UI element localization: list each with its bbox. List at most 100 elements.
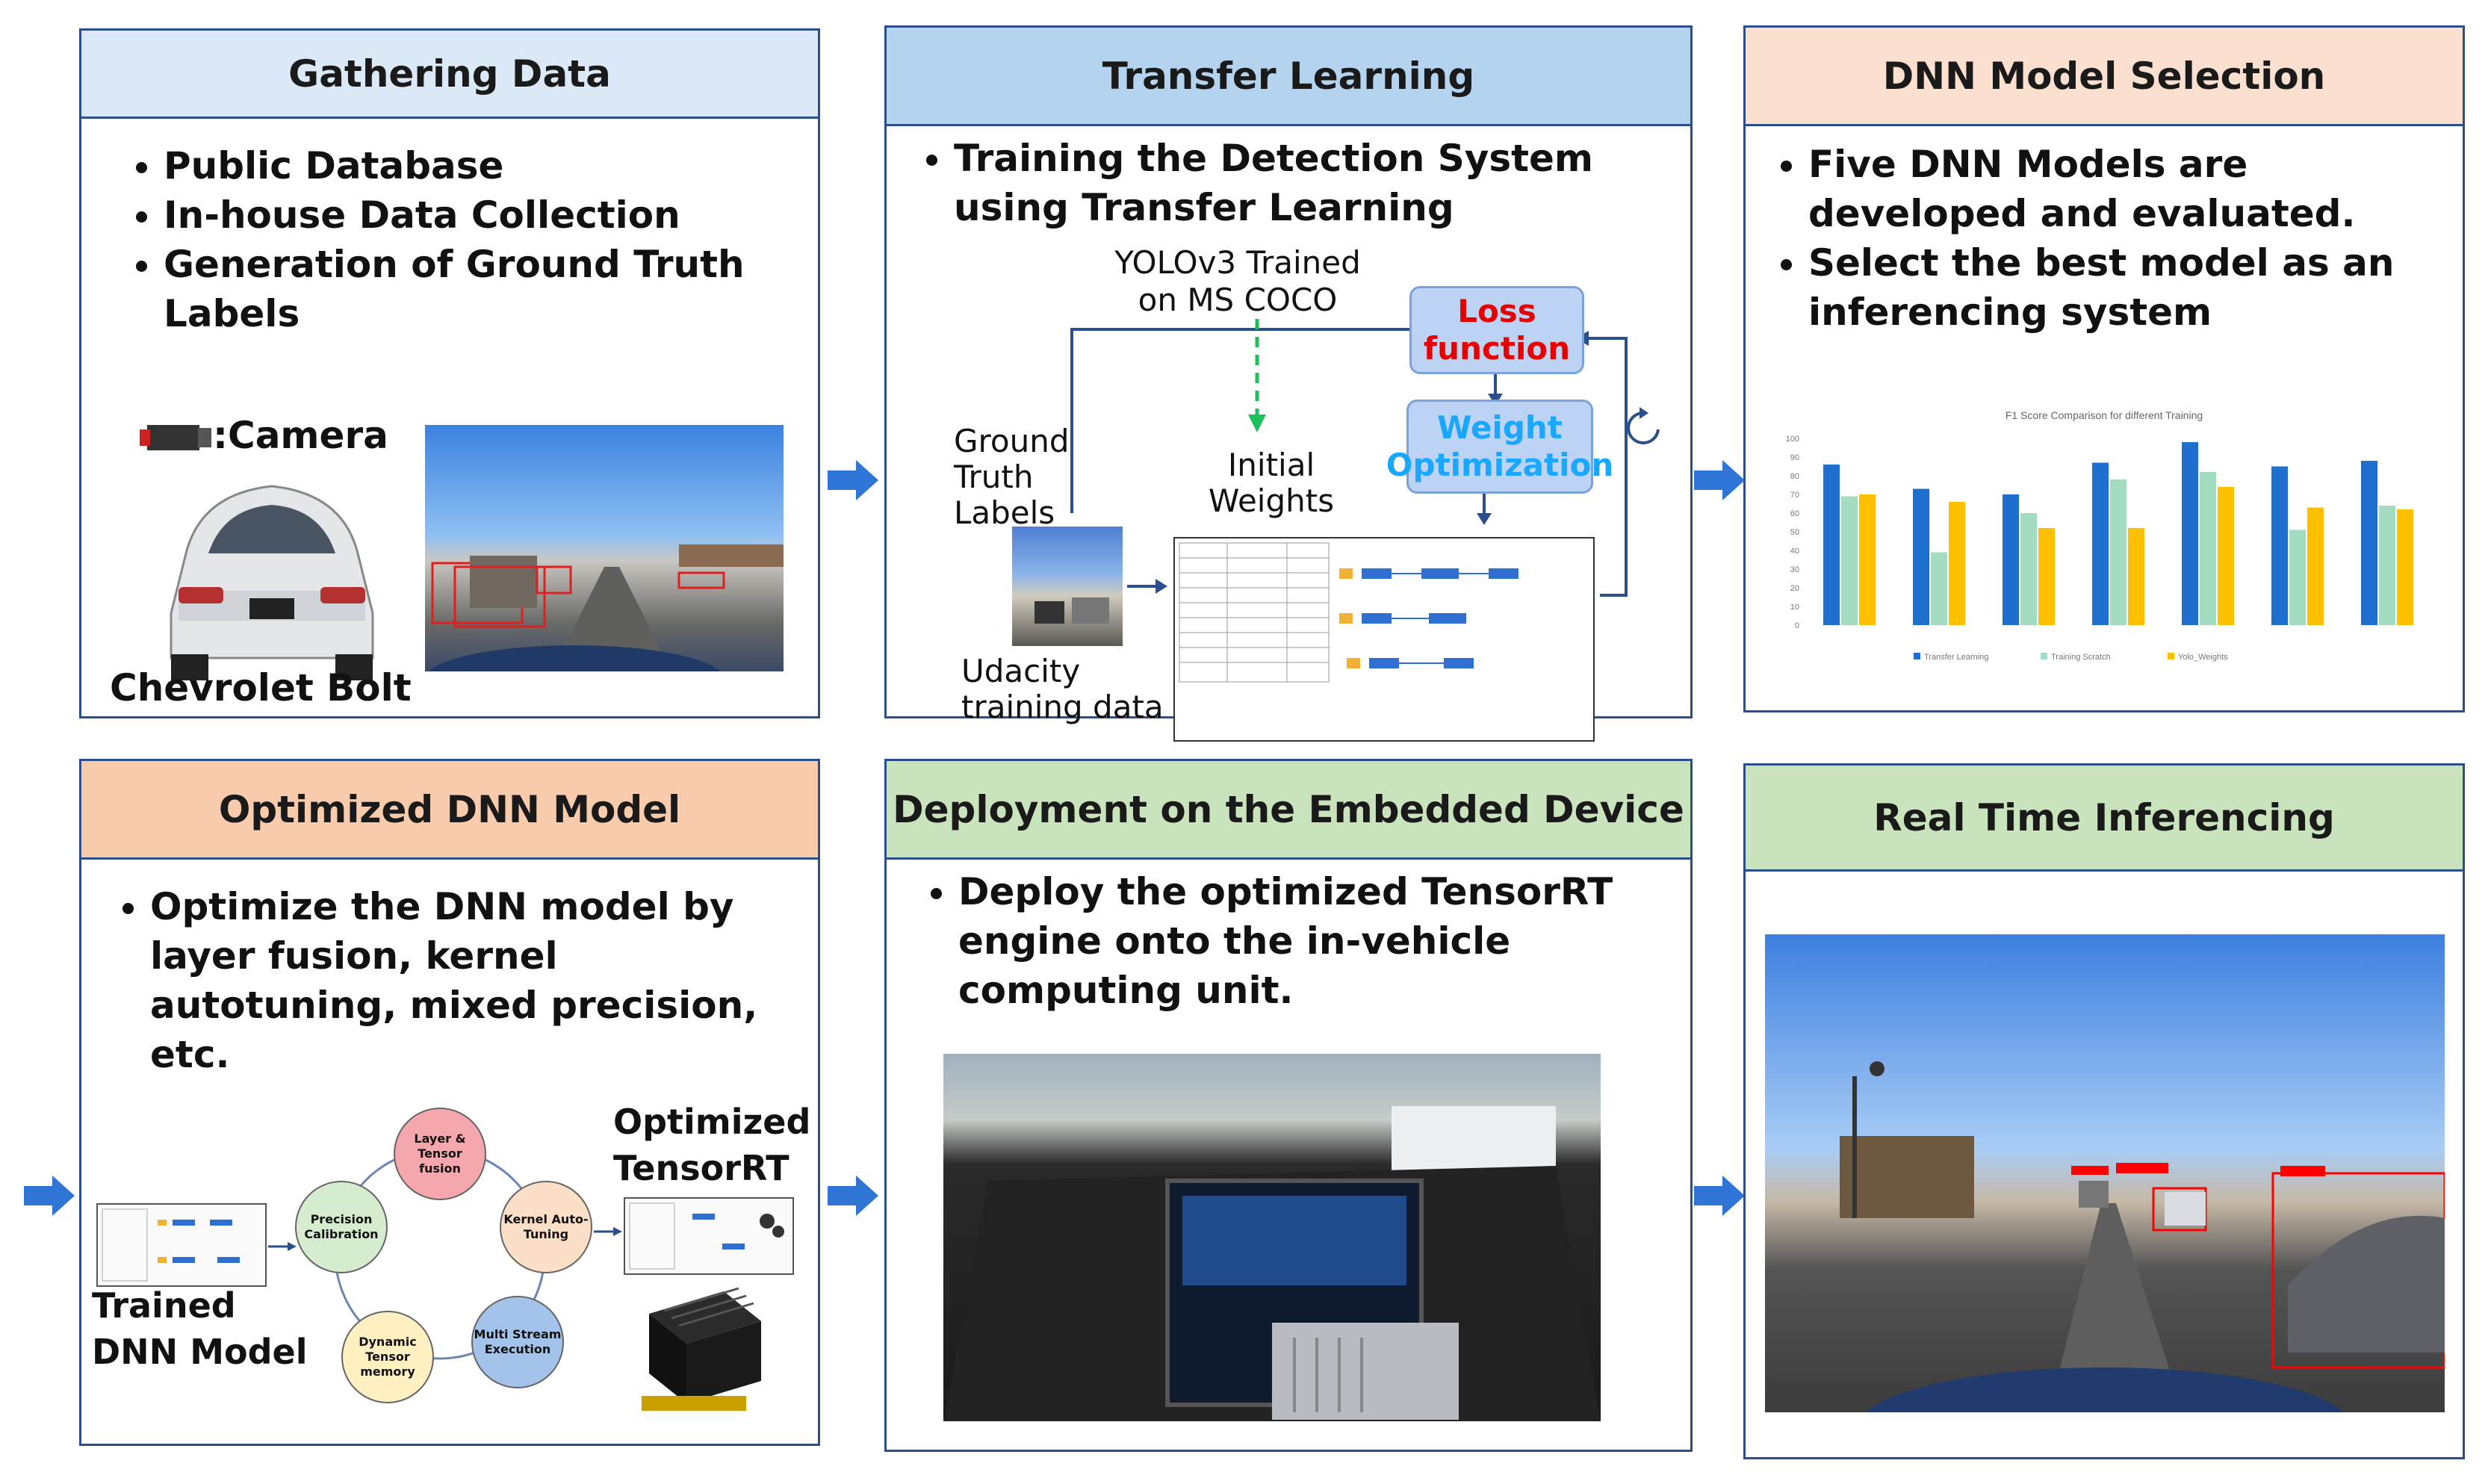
arrow-right-icon bbox=[828, 1176, 878, 1216]
arrow-right-icon bbox=[1694, 1176, 1745, 1216]
panel-transfer-learning: Transfer Learning Training the Detection… bbox=[884, 25, 1693, 742]
panel-realtime-header: Real Time Inferencing bbox=[1746, 766, 2463, 872]
optimized-tensorrt-label: Optimized TensorRT bbox=[613, 1102, 811, 1188]
chevrolet-bolt-image bbox=[170, 485, 374, 680]
legend-label: Transfer Learning bbox=[1924, 653, 1988, 662]
weight-optimization-label: Weight Optimization bbox=[1386, 409, 1614, 483]
arrow-right-icon bbox=[1694, 460, 1745, 500]
f1-score-chart: F1 Score Comparison for different Traini… bbox=[1786, 409, 2413, 662]
bar-transfer-learning-5 bbox=[2182, 442, 2198, 625]
bullet-five-models: Five DNN Models are developed and evalua… bbox=[1808, 140, 2458, 238]
network-architecture-diagram bbox=[1173, 537, 1595, 742]
circle-dynamic-tensor-memory: Dynamic Tensor memory bbox=[341, 1311, 434, 1403]
panel-dnn-model-selection: DNN Model Selection Five DNN Models are … bbox=[1743, 25, 2465, 712]
optimized-bullets: Optimize the DNN model by layer fusion, … bbox=[81, 882, 813, 1079]
y-tick-label: 10 bbox=[1790, 603, 1799, 612]
udacity-training-image bbox=[1012, 527, 1123, 646]
in-vehicle-photo bbox=[943, 1054, 1601, 1421]
chart-title: F1 Score Comparison for different Traini… bbox=[2005, 409, 2203, 421]
y-tick-label: 100 bbox=[1786, 435, 1799, 444]
y-tick-label: 40 bbox=[1790, 547, 1799, 556]
panel-deployment-title: Deployment on the Embedded Device bbox=[893, 787, 1684, 831]
transfer-connectors bbox=[1070, 319, 1628, 597]
bar-transfer-learning-1 bbox=[1823, 465, 1840, 625]
bar-transfer-learning-6 bbox=[2271, 466, 2288, 625]
legend-swatch bbox=[2168, 653, 2174, 659]
gathering-bullets: Public Database In-house Data Collection… bbox=[111, 141, 784, 338]
panel-real-time-inferencing: Real Time Inferencing bbox=[1743, 763, 2465, 1459]
realtime-road-photo bbox=[1765, 934, 2445, 1412]
bar-yolo-weights-6 bbox=[2307, 507, 2324, 625]
panel-deployment-header: Deployment on the Embedded Device bbox=[887, 761, 1690, 860]
y-tick-label: 90 bbox=[1790, 453, 1799, 462]
road-photo-detections bbox=[429, 544, 784, 671]
panel-optimized-title: Optimized DNN Model bbox=[218, 787, 681, 831]
circle-precision-calibration: Precision Calibration bbox=[295, 1181, 388, 1273]
bullet-ground-truth: Generation of Ground Truth Labels bbox=[164, 240, 784, 338]
camera-label: :Camera bbox=[213, 414, 388, 457]
weight-optimization-box: Weight Optimization bbox=[1386, 400, 1613, 494]
bar-transfer-learning-2 bbox=[1913, 488, 1929, 625]
ground-truth-label: Ground Truth Labels bbox=[954, 423, 1070, 531]
panel-optimized-dnn: Optimized DNN Model Optimize the DNN mod… bbox=[79, 759, 820, 1446]
loss-function-box: Loss function bbox=[1409, 286, 1584, 374]
legend-label: Training Scratch bbox=[2051, 653, 2111, 662]
trained-dnn-label: Trained DNN Model bbox=[92, 1285, 308, 1372]
panel-realtime-title: Real Time Inferencing bbox=[1873, 795, 2335, 839]
arrow-to-circles bbox=[268, 1242, 297, 1251]
legend-swatch bbox=[2041, 653, 2047, 659]
y-tick-label: 50 bbox=[1790, 528, 1799, 537]
circle-kernel-autotuning: Kernel Auto-Tuning bbox=[500, 1181, 592, 1273]
bullet-public-database: Public Database bbox=[164, 141, 784, 190]
panel-gathering-header: Gathering Data bbox=[81, 31, 818, 119]
jetson-device-image bbox=[642, 1287, 761, 1411]
bar-yolo-weights-5 bbox=[2218, 487, 2234, 625]
bar-training-scratch-7 bbox=[2379, 506, 2395, 625]
bar-transfer-learning-3 bbox=[2003, 494, 2019, 625]
tensorrt-thumbnail bbox=[624, 1197, 794, 1275]
panel-selection-header: DNN Model Selection bbox=[1746, 28, 2463, 126]
trained-model-thumbnail bbox=[96, 1203, 267, 1287]
bar-yolo-weights-1 bbox=[1859, 494, 1876, 625]
bar-training-scratch-2 bbox=[1931, 552, 1947, 625]
panel-gathering-data: Gathering Data Public Database In-house … bbox=[79, 28, 820, 718]
bullet-training-detection: Training the Detection System using Tran… bbox=[954, 134, 1678, 232]
y-tick-label: 80 bbox=[1790, 472, 1799, 481]
bar-yolo-weights-4 bbox=[2128, 528, 2144, 625]
y-tick-label: 60 bbox=[1790, 509, 1799, 518]
bar-training-scratch-5 bbox=[2200, 472, 2216, 625]
deployment-bullets: Deploy the optimized TensorRT engine ont… bbox=[887, 867, 1671, 1015]
udacity-label: Udacity training data bbox=[961, 653, 1164, 725]
circle-multi-stream: Multi Stream Execution bbox=[471, 1296, 564, 1388]
loss-function-label: Loss function bbox=[1423, 293, 1571, 367]
panel-optimized-header: Optimized DNN Model bbox=[81, 761, 818, 860]
refresh-icon bbox=[1627, 407, 1660, 444]
bar-training-scratch-3 bbox=[2020, 513, 2037, 625]
panel-selection-title: DNN Model Selection bbox=[1882, 54, 2326, 98]
car-label: Chevrolet Bolt bbox=[110, 666, 412, 710]
arrow-right-icon bbox=[828, 460, 878, 500]
bullet-deploy-tensorrt: Deploy the optimized TensorRT engine ont… bbox=[958, 867, 1671, 1015]
bar-training-scratch-1 bbox=[1841, 496, 1858, 625]
initial-weights-label: Initial Weights bbox=[1208, 447, 1335, 519]
bar-yolo-weights-3 bbox=[2038, 528, 2055, 625]
bar-yolo-weights-2 bbox=[1949, 502, 1965, 625]
camera-icon bbox=[140, 425, 211, 450]
legend-swatch bbox=[1914, 653, 1920, 659]
bullet-in-house: In-house Data Collection bbox=[164, 190, 784, 240]
arrow-to-tensorrt bbox=[594, 1227, 622, 1236]
y-tick-label: 20 bbox=[1790, 584, 1799, 593]
selection-bullets: Five DNN Models are developed and evalua… bbox=[1749, 140, 2458, 337]
bullet-optimize-layer-fusion: Optimize the DNN model by layer fusion, … bbox=[150, 882, 813, 1079]
bar-transfer-learning-4 bbox=[2092, 462, 2109, 625]
bar-transfer-learning-7 bbox=[2361, 461, 2377, 625]
panel-transfer-header: Transfer Learning bbox=[887, 28, 1690, 126]
yolo-label: YOLOv3 Trained on MS COCO bbox=[1114, 244, 1361, 318]
bullet-select-best: Select the best model as an inferencing … bbox=[1808, 238, 2458, 337]
panel-transfer-title: Transfer Learning bbox=[1102, 54, 1475, 98]
arrow-right-icon bbox=[24, 1176, 75, 1216]
y-tick-label: 30 bbox=[1790, 565, 1799, 574]
transfer-bullets: Training the Detection System using Tran… bbox=[894, 134, 1678, 232]
y-tick-label: 0 bbox=[1795, 621, 1799, 630]
circle-layer-tensor-fusion: Layer & Tensor fusion bbox=[394, 1108, 486, 1200]
